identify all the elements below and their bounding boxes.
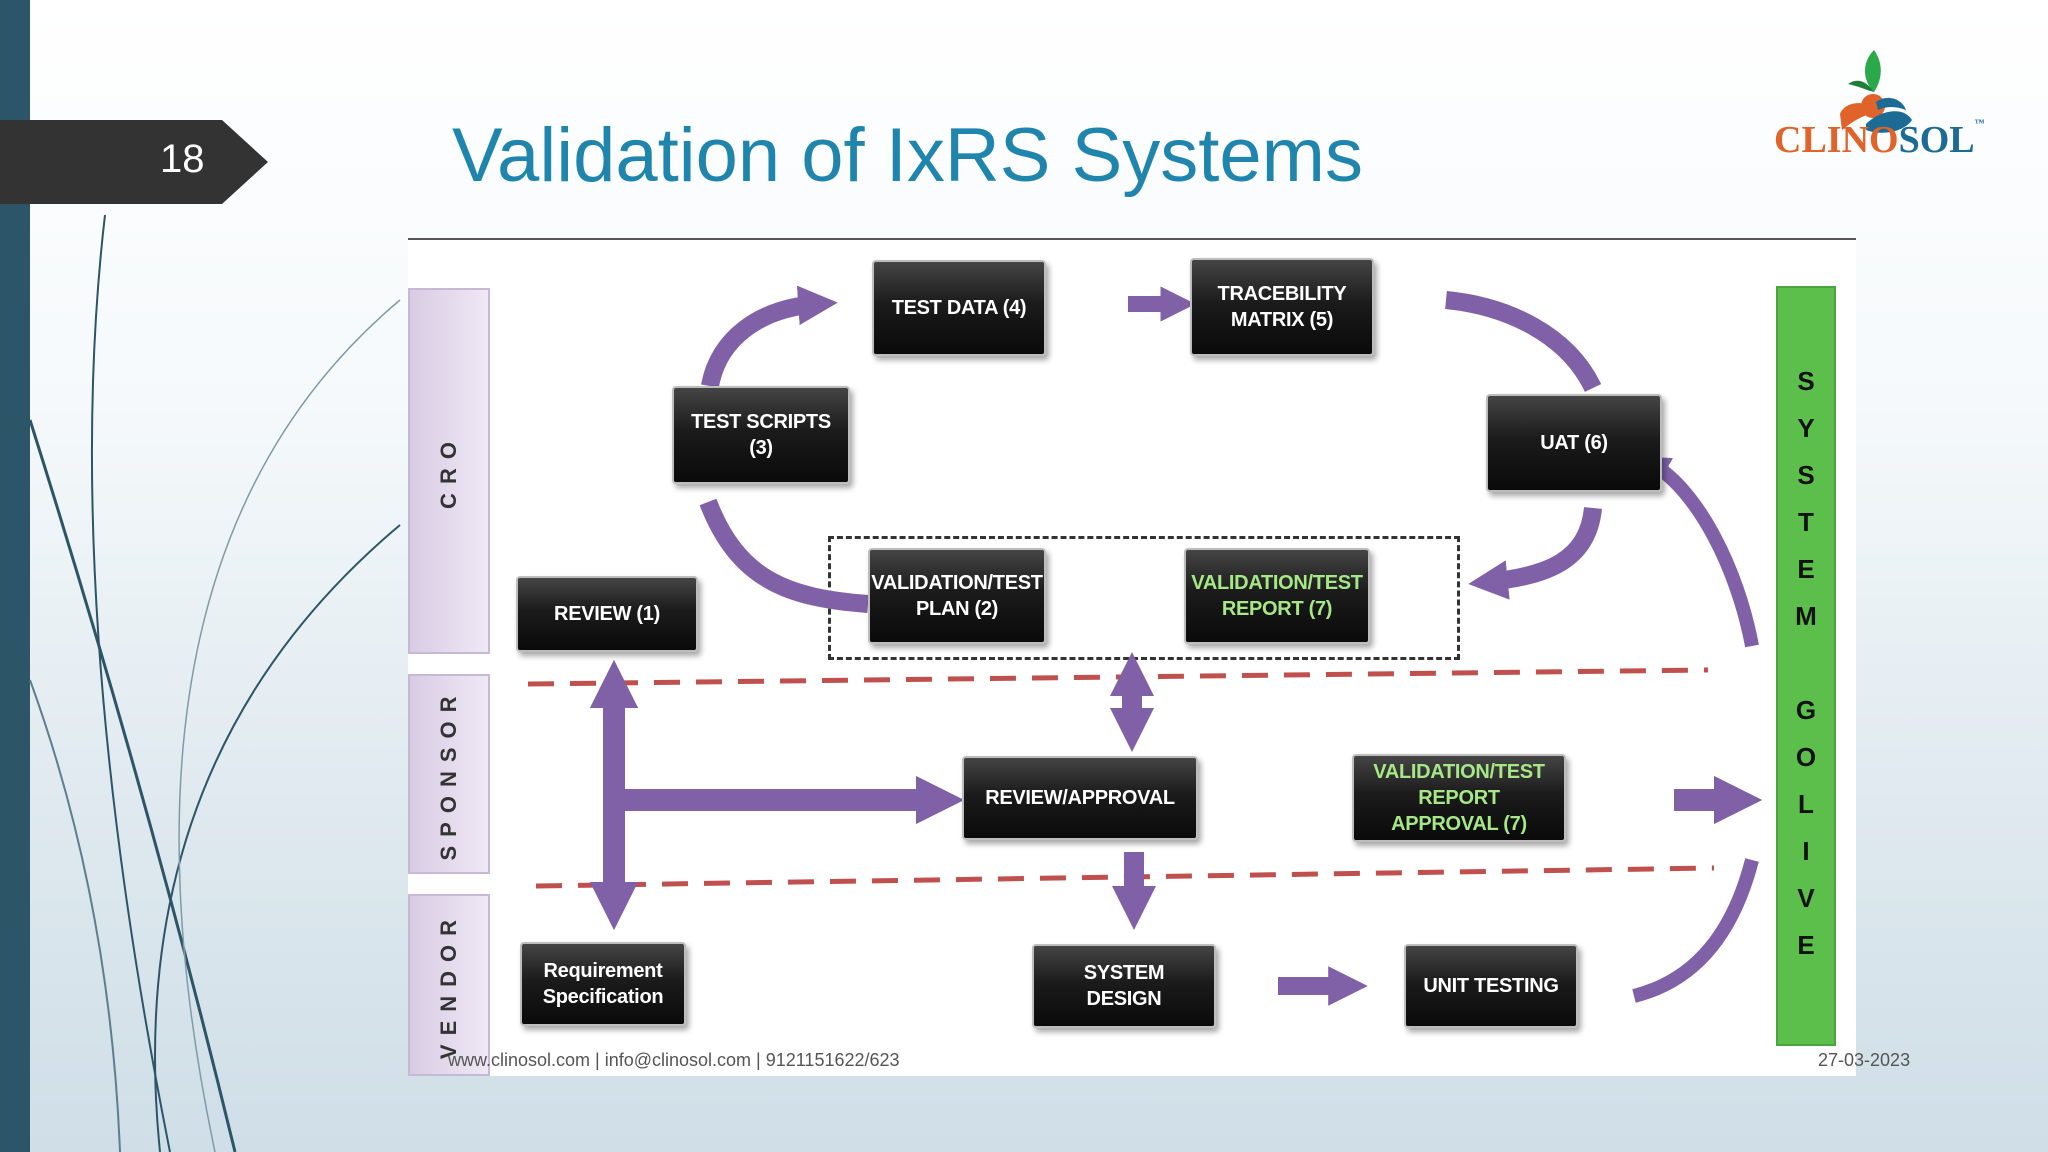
box-validation-test-plan: VALIDATION/TEST PLAN (2) xyxy=(868,548,1046,644)
go-live-letter: T xyxy=(1798,507,1814,537)
box-system-design: SYSTEM DESIGN xyxy=(1032,944,1216,1028)
flow-arrows xyxy=(527,285,1763,1006)
go-live-letter: E xyxy=(1797,554,1815,584)
logo-text-clino: CLINO xyxy=(1774,119,1899,161)
box-review-approval: REVIEW/APPROVAL xyxy=(962,756,1198,840)
box-test-data: TEST DATA (4) xyxy=(872,260,1046,356)
lane-sponsor: SPONSOR xyxy=(408,674,490,874)
footer-contact: www.clinosol.com | info@clinosol.com | 9… xyxy=(448,1050,900,1070)
go-live-letter: O xyxy=(1795,742,1817,772)
box-unit-testing: UNIT TESTING xyxy=(1404,944,1578,1028)
decorative-curves xyxy=(28,214,401,1152)
lane-vendor: VENDOR xyxy=(408,894,490,1076)
slide-title: Validation of IxRS Systems xyxy=(452,113,1363,198)
logo-trademark: ™ xyxy=(1974,118,1985,129)
go-live-letters: S Y S T E M G O L I V E xyxy=(1778,358,1834,969)
slide-number-tab xyxy=(0,120,268,204)
box-requirement-specification: Requirement Specification xyxy=(520,942,686,1026)
logo-text-sol: SOL xyxy=(1898,119,1975,161)
go-live-letter: Y xyxy=(1797,413,1815,443)
box-uat: UAT (6) xyxy=(1486,394,1662,492)
go-live-letter: S xyxy=(1797,460,1815,490)
footer-date: 27-03-2023 xyxy=(1818,1050,1911,1070)
go-live-letter: E xyxy=(1797,930,1815,960)
box-test-scripts: TEST SCRIPTS (3) xyxy=(672,386,850,484)
go-live-letter: V xyxy=(1797,883,1815,913)
box-validation-test-report: VALIDATION/TEST REPORT (7) xyxy=(1184,548,1370,644)
go-live-letter: M xyxy=(1795,601,1817,631)
clinosol-logo-icon xyxy=(1840,50,1912,133)
clinosol-logo-text: CLINOSOL™ xyxy=(1774,118,1985,162)
box-validation-report-approval: VALIDATION/TEST REPORT APPROVAL (7) xyxy=(1352,754,1566,842)
slide-number: 18 xyxy=(160,137,205,181)
go-live-letter: L xyxy=(1798,789,1814,819)
go-live-letter: G xyxy=(1795,695,1817,725)
go-live-letter: S xyxy=(1797,366,1815,396)
divider-cro-sponsor xyxy=(527,667,1709,687)
box-review: REVIEW (1) xyxy=(516,576,698,652)
system-go-live-bar: S Y S T E M G O L I V E xyxy=(1776,286,1836,1046)
go-live-letter: I xyxy=(1802,836,1810,866)
box-traceability-matrix: TRACEBILITY MATRIX (5) xyxy=(1190,258,1374,356)
validation-flow-diagram: CRO SPONSOR VENDOR xyxy=(408,238,1856,1076)
lane-cro: CRO xyxy=(408,288,490,654)
